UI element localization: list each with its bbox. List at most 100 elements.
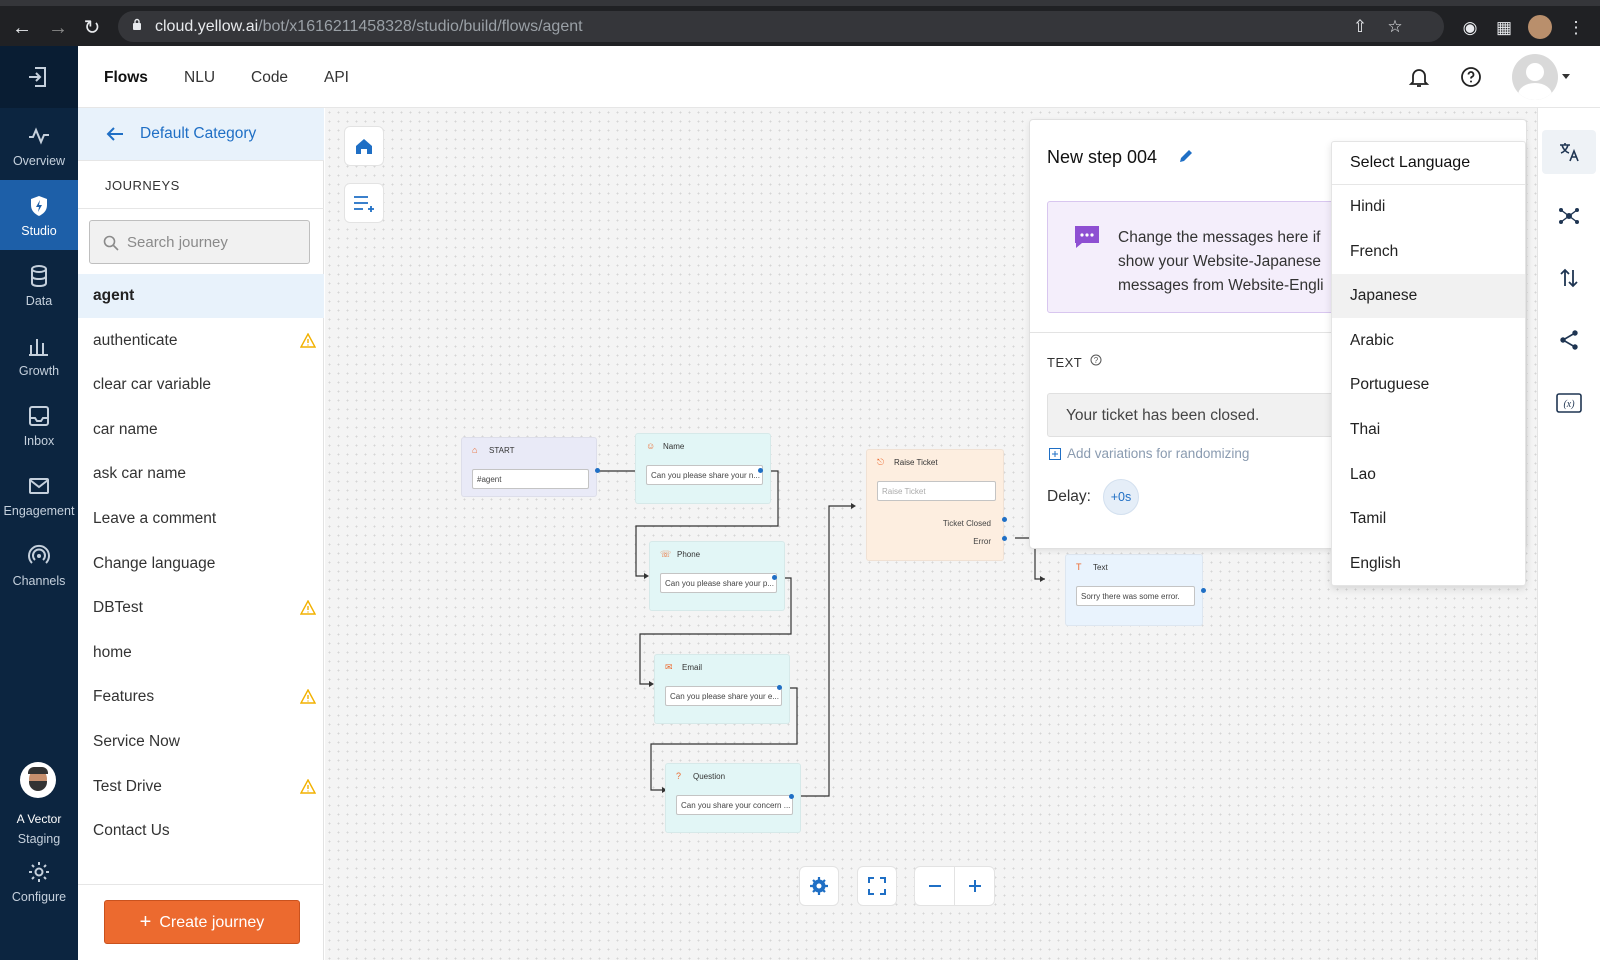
flow-connectors	[595, 468, 1045, 797]
tab-code[interactable]: Code	[251, 69, 289, 86]
phone-node[interactable]: ☏ Phone Can you please share your p...	[649, 541, 785, 611]
help-icon[interactable]	[1460, 66, 1482, 88]
share-button[interactable]	[1542, 318, 1596, 362]
journey-name: DBTest	[93, 599, 143, 617]
home-button[interactable]	[344, 126, 384, 166]
journey-item[interactable]: Change language	[78, 542, 324, 586]
journey-item[interactable]: ask car name	[78, 452, 324, 496]
add-variations-link[interactable]: Add variations for randomizing	[1067, 446, 1250, 461]
language-option[interactable]: English	[1350, 554, 1401, 572]
message-input[interactable]: Your ticket has been closed.	[1047, 393, 1347, 437]
settings-button[interactable]	[799, 866, 839, 906]
sort-button[interactable]	[1542, 256, 1596, 300]
name-node[interactable]: ☺ Name Can you please share your n...	[635, 433, 771, 504]
journey-item[interactable]: Contact Us	[78, 809, 324, 853]
warning-icon	[300, 600, 316, 615]
user-avatar[interactable]	[20, 762, 56, 798]
journey-item[interactable]: Service Now	[78, 720, 324, 764]
rail-item-data[interactable]: Data	[0, 250, 78, 320]
journey-item[interactable]: Features	[78, 675, 324, 719]
question-node[interactable]: ? Question Can you share your concern ..…	[665, 763, 801, 833]
add-node-button[interactable]	[344, 183, 384, 223]
pencil-icon[interactable]	[1178, 148, 1194, 164]
language-info-banner: Change the messages here if show your We…	[1047, 201, 1347, 313]
bell-icon[interactable]	[1408, 66, 1430, 88]
caret-down-icon[interactable]	[1562, 74, 1570, 79]
extension-icon[interactable]: ◉	[1462, 18, 1478, 37]
puzzle-icon[interactable]: ▦	[1495, 18, 1513, 37]
zoom-in-button[interactable]	[955, 867, 995, 905]
left-navigation-rail: Overview Studio Data Growth Inbox Engage…	[0, 46, 78, 960]
journey-name: authenticate	[93, 331, 178, 349]
network-button[interactable]	[1542, 194, 1596, 238]
warning-icon	[300, 332, 316, 348]
journey-item[interactable]: agent	[78, 274, 324, 318]
language-option[interactable]: Arabic	[1350, 331, 1394, 349]
rail-item-engagement[interactable]: Engagement	[0, 460, 78, 530]
journey-item[interactable]: Leave a comment	[78, 497, 324, 541]
zoom-out-button[interactable]	[915, 867, 955, 905]
translate-icon	[1560, 143, 1579, 162]
start-node[interactable]: ⌂ START #agent	[461, 437, 597, 497]
back-arrow-icon[interactable]: ←	[12, 17, 32, 39]
create-journey-button[interactable]: +Create journey	[104, 900, 300, 944]
journey-name: Features	[93, 688, 155, 706]
journey-name: Test Drive	[93, 777, 162, 795]
help-icon[interactable]: ?	[1090, 354, 1102, 366]
share-icon	[1560, 330, 1578, 350]
language-option[interactable]: Portuguese	[1350, 376, 1430, 394]
tab-nlu[interactable]: NLU	[184, 69, 216, 86]
back-arrow-icon[interactable]	[106, 126, 124, 142]
logout-button[interactable]	[0, 46, 78, 108]
text-node[interactable]: T Text Sorry there was some error.	[1065, 554, 1203, 626]
share-icon[interactable]: ⇧	[1352, 17, 1368, 36]
browser-profile-avatar[interactable]	[1528, 15, 1552, 39]
plus-square-icon[interactable]	[1049, 448, 1061, 460]
question-icon: ?	[676, 771, 682, 781]
journey-item[interactable]: home	[78, 631, 324, 675]
language-option[interactable]: French	[1350, 242, 1399, 260]
address-bar[interactable]: cloud.yellow.ai/bot/x1616211458328/studi…	[118, 11, 1444, 42]
shield-icon	[31, 196, 47, 216]
journey-item[interactable]: car name	[78, 408, 324, 452]
language-option[interactable]: Japanese	[1332, 274, 1525, 319]
journey-item[interactable]: DBTest	[78, 586, 324, 630]
reload-icon[interactable]: ↻	[83, 17, 101, 39]
journey-item[interactable]: Test Drive	[78, 765, 324, 809]
rail-item-configure[interactable]: Configure	[0, 848, 78, 918]
star-icon[interactable]: ☆	[1387, 17, 1403, 36]
journey-item[interactable]: clear car variable	[78, 363, 324, 407]
warning-icon	[300, 778, 316, 794]
journey-item[interactable]: authenticate	[78, 319, 324, 363]
fit-view-button[interactable]	[857, 866, 897, 906]
category-header[interactable]: Default Category	[78, 108, 324, 160]
rail-item-studio[interactable]: Studio	[0, 180, 78, 250]
raise-ticket-node[interactable]: ⎋ Raise Ticket Raise Ticket Ticket Close…	[866, 449, 1004, 561]
forward-arrow-icon[interactable]: →	[48, 17, 68, 39]
variables-button[interactable]: (x)	[1542, 381, 1596, 425]
email-node[interactable]: ✉ Email Can you please share your e...	[654, 654, 790, 724]
search-journey-input[interactable]: Search journey	[89, 220, 310, 264]
language-option[interactable]: Hindi	[1350, 198, 1386, 215]
language-option[interactable]: Tamil	[1350, 510, 1387, 528]
warning-icon	[300, 689, 316, 705]
kebab-menu-icon[interactable]: ⋮	[1567, 18, 1585, 37]
language-option[interactable]: Thai	[1350, 421, 1381, 438]
journey-name: Service Now	[93, 733, 180, 750]
rail-item-overview[interactable]: Overview	[0, 110, 78, 180]
account-avatar[interactable]	[1512, 54, 1558, 100]
gear-icon	[810, 877, 828, 895]
language-option[interactable]: Lao	[1350, 465, 1376, 483]
rail-item-growth[interactable]: Growth	[0, 320, 78, 390]
tab-api[interactable]: API	[324, 69, 349, 86]
translate-button[interactable]	[1542, 130, 1596, 174]
rail-item-channels[interactable]: Channels	[0, 530, 78, 600]
delay-chip[interactable]: +0s	[1103, 479, 1139, 515]
rail-item-inbox[interactable]: Inbox	[0, 390, 78, 460]
journey-name: home	[93, 643, 132, 661]
profile-name: A Vector	[16, 812, 62, 826]
expand-icon	[868, 877, 886, 895]
right-tool-rail: (x)	[1537, 108, 1600, 960]
tab-flows[interactable]: Flows	[104, 69, 148, 86]
